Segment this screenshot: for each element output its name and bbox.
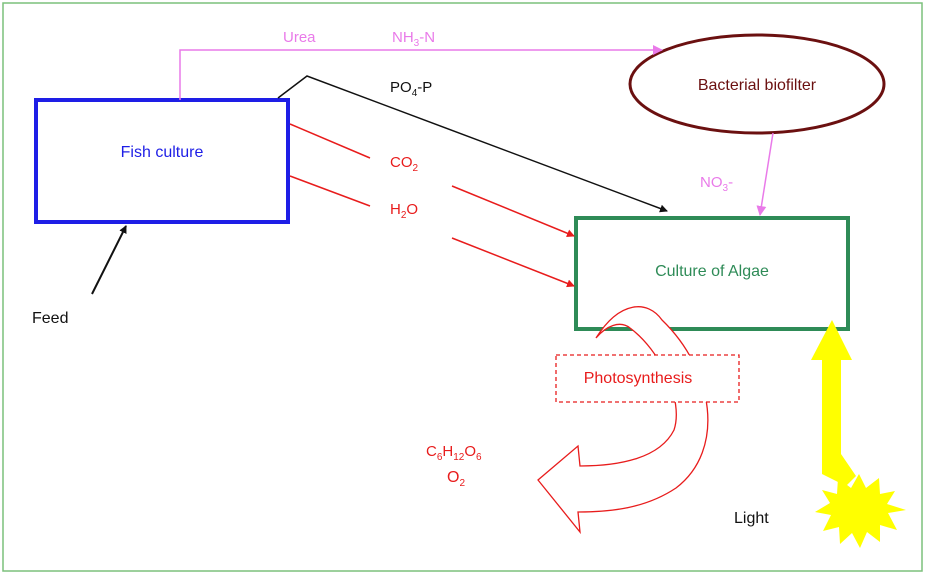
- co2-label: CO2: [390, 154, 419, 174]
- nh3-n-label: NH3-N: [392, 29, 435, 49]
- no3-flow-arrow: [756, 132, 774, 216]
- photosynthesis-node: Photosynthesis: [555, 354, 740, 403]
- urea-nh3-flow-arrow: [179, 45, 663, 100]
- light-arrow: [811, 320, 856, 486]
- fish-culture-label: Fish culture: [121, 144, 204, 161]
- co2-flow-arrow: [451, 185, 575, 238]
- bacterial-biofilter-label: Bacterial biofilter: [698, 77, 817, 94]
- no3-label: NO3-: [700, 174, 733, 194]
- glucose-label: C6H12O6: [426, 443, 482, 463]
- feed-arrow: [91, 225, 127, 295]
- o2-label: O2: [447, 469, 465, 489]
- h2o-label: H2O: [390, 201, 418, 221]
- co2-flow-line-a: [289, 123, 371, 159]
- po4-p-flow-arrow: [277, 75, 668, 213]
- photosynthesis-cycle-arrow: [537, 306, 709, 535]
- light-label: Light: [734, 510, 769, 527]
- fish-culture-node: Fish culture: [34, 98, 290, 224]
- feed-label: Feed: [32, 310, 68, 327]
- h2o-flow-line-a: [289, 175, 371, 207]
- urea-label: Urea: [283, 29, 316, 46]
- po4-p-label: PO4-P: [390, 79, 432, 99]
- photosynthesis-label: Photosynthesis: [584, 370, 693, 387]
- culture-of-algae-node: Culture of Algae: [574, 216, 850, 331]
- h2o-flow-arrow: [451, 237, 575, 288]
- po4-label-backdrop: [385, 70, 445, 100]
- culture-of-algae-label: Culture of Algae: [655, 263, 769, 280]
- sun-icon: [815, 474, 906, 548]
- bacterial-biofilter-node: Bacterial biofilter: [628, 33, 886, 135]
